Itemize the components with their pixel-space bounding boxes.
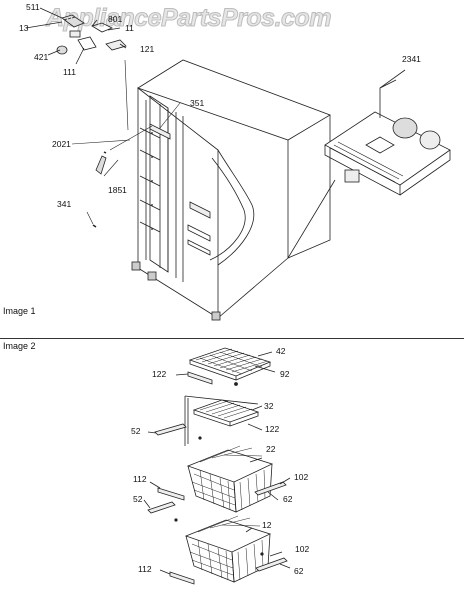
part-1851 (92, 151, 107, 228)
callout-102-top: 102 (294, 472, 309, 482)
callout-121: 121 (140, 44, 155, 54)
callout-42: 42 (276, 346, 286, 356)
callout-801: 801 (108, 14, 123, 24)
callout-22: 22 (266, 444, 276, 454)
callout-122-top: 122 (152, 369, 167, 379)
callout-12: 12 (262, 520, 272, 530)
basket-22-rails (143, 477, 291, 522)
light-switch-assembly (25, 7, 127, 65)
callout-102-bottom: 102 (295, 544, 310, 554)
rail-52-top (147, 423, 202, 440)
callout-32: 32 (264, 401, 274, 411)
compressor-assembly (287, 69, 451, 259)
image2-label: Image 2 (3, 341, 36, 351)
site-watermark: AppliancePartsPros.com (46, 4, 332, 33)
callout-341: 341 (57, 199, 72, 209)
callout-11: 11 (125, 23, 134, 33)
callout-52-bottom: 52 (133, 494, 143, 504)
wire-basket-22 (186, 445, 274, 513)
callout-2341: 2341 (402, 54, 421, 64)
basket-12-rails (159, 551, 291, 585)
callout-62-top: 62 (283, 494, 293, 504)
callout-351: 351 (190, 98, 205, 108)
wire-basket-12 (184, 515, 272, 583)
callout-421: 421 (34, 52, 49, 62)
callout-112-bottom: 112 (138, 564, 152, 574)
callout-112-top: 112 (133, 474, 147, 484)
wire-shelf-32 (184, 395, 263, 446)
callout-62-bottom: 62 (294, 566, 304, 576)
callout-52-top: 52 (131, 426, 141, 436)
callout-13: 13 (19, 23, 29, 33)
callout-511: 511 (26, 2, 40, 12)
callout-92: 92 (280, 369, 290, 379)
callout-122-mid: 122 (265, 424, 280, 434)
callout-111: 111 (63, 67, 76, 77)
wire-shelf-42 (188, 347, 276, 386)
callout-2021: 2021 (52, 139, 71, 149)
image1-label: Image 1 (3, 306, 36, 316)
section-divider (0, 338, 464, 339)
callout-1851: 1851 (108, 185, 127, 195)
rail-122-top (175, 371, 213, 385)
refrigerator-cabinet (131, 59, 331, 321)
image1-leader-lines (71, 59, 181, 225)
